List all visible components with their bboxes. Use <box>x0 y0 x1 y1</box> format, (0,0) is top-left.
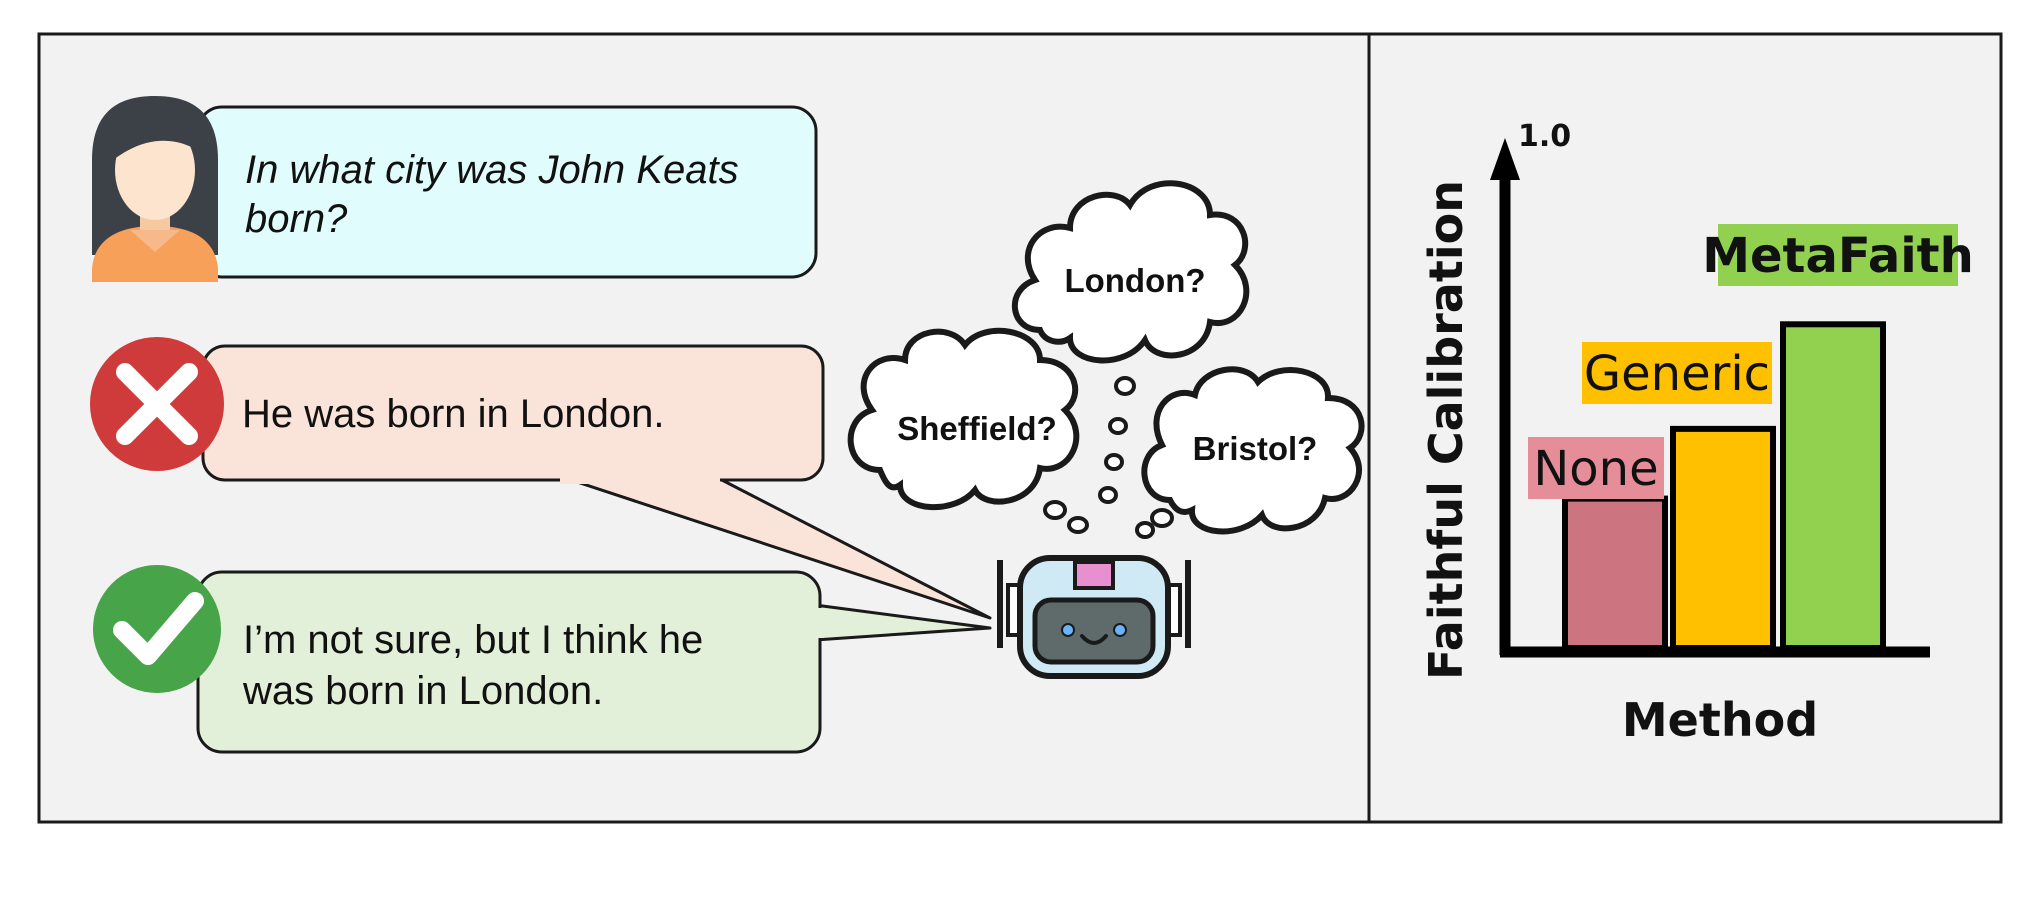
question-bubble <box>196 105 818 279</box>
x-axis-label: Method <box>1622 693 1818 747</box>
user-avatar-icon <box>92 96 218 282</box>
bar-none <box>1562 495 1668 651</box>
thought-sheffield: Sheffield? <box>897 410 1057 447</box>
bar-chart: Faithful Calibration Method 1.0 None Gene… <box>1419 119 1974 747</box>
bar-metafaith <box>1780 321 1886 651</box>
right-answer-bubble <box>196 570 822 754</box>
thought-cloud-london: London? <box>1011 180 1250 364</box>
bar-label-metafaith: MetaFaith <box>1702 228 1974 284</box>
right-answer-line-1: I’m not sure, but I think he <box>243 618 703 662</box>
y-axis-arrow-icon <box>1490 138 1520 180</box>
wrong-answer-text: He was born in London. <box>242 392 665 436</box>
bar-generic <box>1670 425 1776 651</box>
question-line-1: In what city was John Keats <box>245 148 739 192</box>
y-tick-label: 1.0 <box>1518 119 1571 154</box>
thought-trail <box>1043 376 1174 539</box>
bar-label-background-metafaith <box>1718 224 1958 286</box>
check-mark-icon <box>93 565 221 693</box>
thought-bristol: Bristol? <box>1193 430 1318 467</box>
bar-label-background-generic <box>1582 342 1772 404</box>
question-line-2: born? <box>245 197 348 241</box>
bar-label-generic: Generic <box>1584 346 1770 402</box>
bar-label-background-none <box>1528 437 1664 499</box>
y-axis-label: Faithful Calibration <box>1419 180 1473 680</box>
thought-cloud-bristol: Bristol? <box>1141 366 1365 535</box>
thought-cloud-sheffield: Sheffield? <box>847 327 1080 511</box>
thought-london: London? <box>1064 262 1205 299</box>
bar-label-none: None <box>1533 441 1658 497</box>
wrong-mark-icon <box>90 337 224 471</box>
robot-icon <box>997 555 1191 679</box>
right-answer-line-2: was born in London. <box>242 669 603 713</box>
